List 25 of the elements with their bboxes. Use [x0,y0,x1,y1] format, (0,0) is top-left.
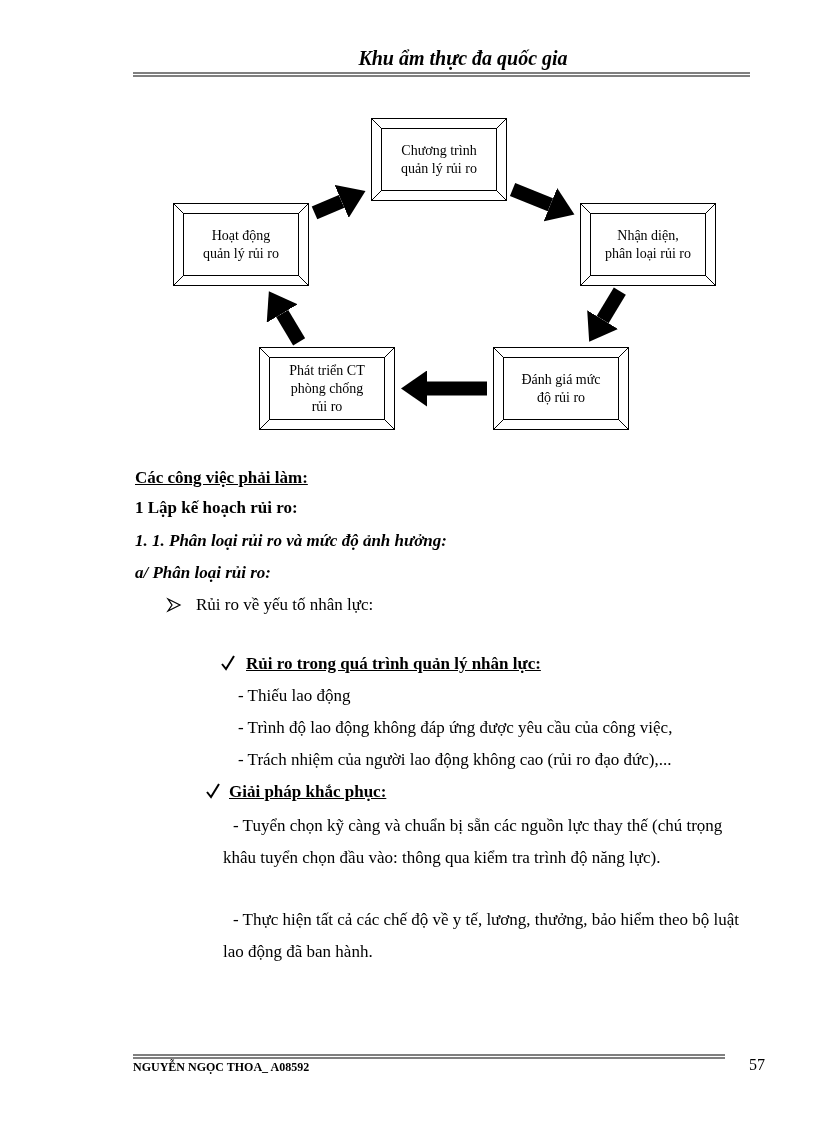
beveled-frame-box: Hoạt động quản lý rủi ro [173,203,309,286]
bullet-text: Rủi ro về yếu tố nhân lực: [196,594,374,616]
list-item: - Trình độ lao động không đáp ứng được yêu cầu của công việc, [238,717,673,739]
beveled-frame-box: Chương trình quản lý rủi ro [371,118,507,201]
subsection-heading: 1. 1. Phân loại rủi ro và mức độ ảnh hưởng: [135,530,447,552]
beveled-frame-box: Đánh giá mức độ rủi ro [493,347,629,430]
paragraph: - Thực hiện tất cả các chế độ về y tế, lương, thưởng, bảo hiểm theo bộ luật lao động đã ban hành. [223,909,741,963]
author-footer: NGUYỄN NGỌC THOA_ A08592 [133,1057,310,1077]
page-header-title: Khu ẩm thực đa quốc gia [357,47,569,70]
paragraph: - Tuyển chọn kỹ càng và chuẩn bị sẵn các nguồn lực thay thế (chú trọng khâu tuyển chọn đầu vào: thông qua kiểm tra trình độ năng lực). [223,815,724,869]
block-arrow [266,291,306,346]
block-arrow [587,287,626,342]
subheading: Rủi ro trong quá trình quản lý nhân lực: [246,653,541,675]
subsection-heading: a/ Phân loại rủi ro: [135,562,272,584]
subheading: Giải pháp khắc phục: [229,781,387,803]
page-number: 57 [749,1055,765,1075]
list-item: - Thiếu lao động [238,685,351,707]
beveled-frame-box: Phát triển CT phòng chống rủi ro [259,347,395,430]
section-heading: 1 Lập kế hoạch rủi ro: [135,497,298,519]
beveled-frame-box: Nhận diện, phân loại rủi ro [580,203,716,286]
block-arrow [509,182,575,222]
block-arrow [401,370,487,407]
list-item: - Trách nhiệm của người lao động không cao (rủi ro đạo đức),... [238,749,672,771]
section-heading: Các công việc phải làm: [135,467,308,489]
block-arrow [311,184,366,220]
